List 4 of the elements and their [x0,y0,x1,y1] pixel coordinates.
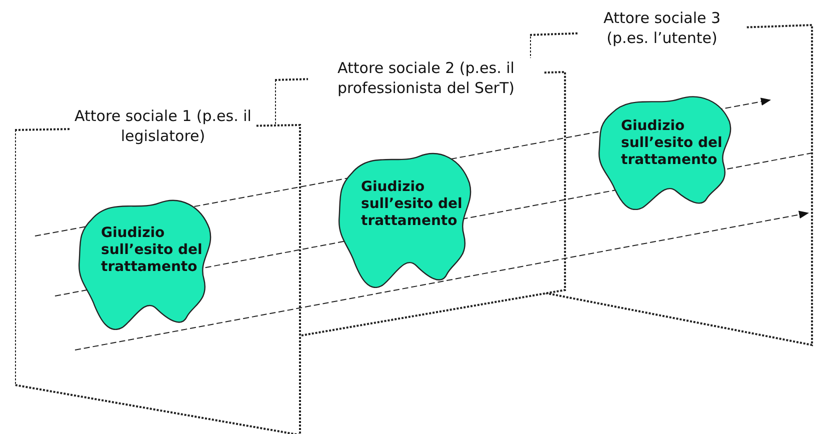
blob-label: Giudizio sull’esito del trattamento [101,225,204,276]
blob-label: Giudizio sull’esito del trattamento [621,118,724,169]
blob-label: Giudizio sull’esito del trattamento [361,179,464,230]
plane-heading: Attore sociale 2 (p.es. il professionista del SerT) [308,58,544,98]
